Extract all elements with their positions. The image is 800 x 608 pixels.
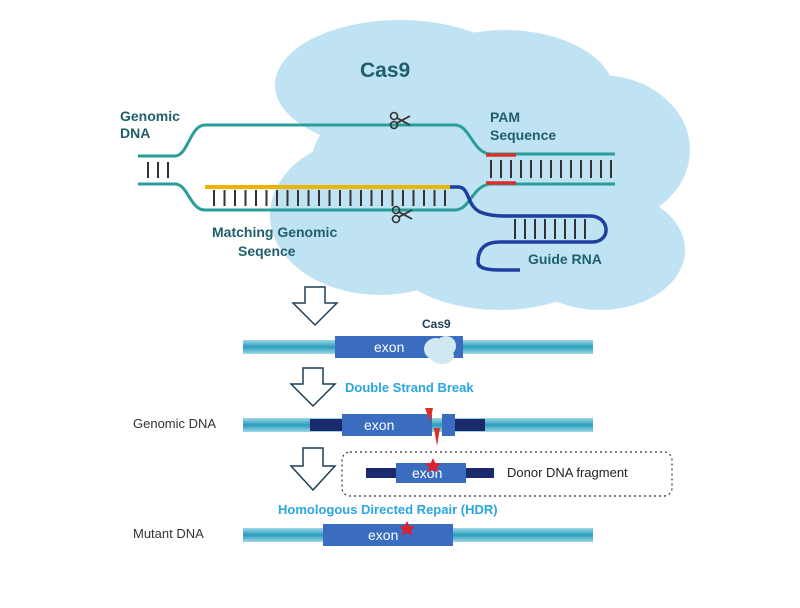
star-icon [399, 521, 415, 536]
cas9-label: Cas9 [360, 59, 410, 82]
matching-label-line2: Seqence [238, 243, 296, 259]
step2-dna: exon [243, 414, 593, 436]
step1-exon-label: exon [374, 339, 404, 355]
down-arrow-icon [289, 447, 337, 492]
hdr-title: Homologous Directed Repair (HDR) [278, 502, 498, 517]
donor-dna-label: Donor DNA fragment [507, 465, 628, 480]
guide-rna-stem-ticks [514, 219, 586, 239]
mutant-dna-side-label: Mutant DNA [133, 526, 204, 541]
scissors-icon [389, 111, 411, 130]
donor-exon-label: exon [412, 465, 442, 481]
step2-exon-label: exon [364, 417, 394, 433]
step3-exon-label: exon [368, 527, 398, 543]
cas9-cloud [270, 20, 690, 310]
donor-dna-fragment: exon [366, 463, 494, 483]
step1-dna: exon [243, 336, 593, 358]
pam-base-pairs [490, 160, 612, 178]
pam-label-line2: Sequence [490, 127, 556, 143]
down-arrow-icon [289, 367, 337, 408]
left-base-pairs [147, 162, 169, 178]
genomic-dna-label-line2: DNA [120, 125, 150, 141]
step3-dna: exon [243, 524, 593, 546]
guide-rna [450, 185, 608, 272]
step1-cas9-blob [424, 336, 456, 364]
down-arrow-icon [291, 286, 339, 327]
genomic-dna-label-line1: Genomic [120, 108, 180, 124]
pam-label-line1: PAM [490, 109, 520, 125]
scissors-icon [391, 205, 413, 224]
genomic-dna-strands [138, 123, 615, 212]
donor-dashed-box [341, 451, 673, 497]
guide-rna-label: Guide RNA [528, 251, 602, 267]
matching-sequence [205, 185, 450, 206]
pam-sequence-marks [486, 153, 516, 185]
break-marks [425, 408, 440, 446]
step1-cas9-label: Cas9 [422, 317, 451, 331]
genomic-dna-side-label: Genomic DNA [133, 416, 216, 431]
matching-label-line1: Matching Genomic [212, 224, 337, 240]
star-icon [425, 458, 441, 473]
double-strand-break-title: Double Strand Break [345, 380, 474, 395]
